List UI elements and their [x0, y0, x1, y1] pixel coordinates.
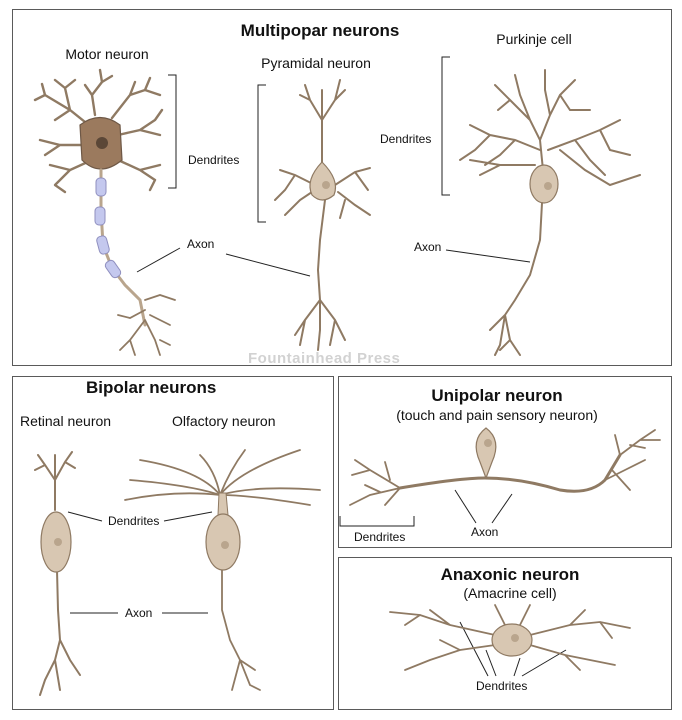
watermark: Fountainhead Press: [248, 350, 401, 367]
retinal-neuron-label: Retinal neuron: [20, 413, 112, 429]
purkinje-dendrites-bracket: [441, 56, 450, 196]
purkinje-axon: [489, 202, 543, 356]
unipolar-neuron: [349, 429, 661, 506]
dendrites-label-anaxonic: Dendrites: [476, 679, 528, 693]
pyramidal-dendrites-bracket: [257, 84, 266, 223]
dendrites-pointer-4: [521, 649, 567, 677]
dendrites-pointer-2: [485, 649, 497, 677]
axon-pointer-motor: [136, 247, 181, 273]
axon-pointer-unipolar-right: [491, 493, 513, 524]
purkinje-neuron-body: [529, 164, 559, 204]
axon-pointer-purkinje: [445, 249, 531, 263]
retinal-neuron: [34, 451, 81, 696]
pyramidal-neuron-label: Pyramidal neuron: [261, 55, 371, 71]
multipolar-title: Multipopar neurons: [240, 21, 400, 40]
unipolar-neuron-body: [475, 427, 497, 480]
bipolar-title: Bipolar neurons: [86, 378, 217, 397]
dendrites-label-purkinje: Dendrites: [380, 132, 432, 146]
unipolar-dendrites-bracket: [339, 516, 415, 527]
olfactory-neuron-label: Olfactory neuron: [172, 413, 276, 429]
anaxonic-title: Anaxonic neuron: [440, 565, 580, 584]
dendrites-pointer-olfactory: [163, 511, 213, 522]
dendrites-label-unipolar: Dendrites: [354, 530, 406, 544]
motor-dendrites-bracket: [168, 74, 177, 189]
dendrites-pointer-3: [513, 657, 521, 677]
axon-pointer-unipolar-left: [454, 489, 477, 524]
unipolar-subtitle: (touch and pain sensory neuron): [396, 407, 598, 423]
dendrites-pointer-retinal: [67, 511, 103, 522]
anaxonic-subtitle: (Amacrine cell): [463, 585, 557, 601]
axon-pointer-pyramidal: [225, 253, 311, 277]
multipolar-panel: [12, 9, 672, 366]
purkinje-dendritic-tree: [459, 69, 641, 187]
dendrites-label-motor-pyramidal: Dendrites: [188, 153, 240, 167]
axon-label-bipolar: Axon: [125, 606, 153, 620]
anaxonic-neuron-body: [491, 623, 533, 657]
motor-axon: [94, 168, 176, 356]
pyramidal-neuron-body: [309, 161, 337, 201]
dendrites-pointer-1: [459, 621, 489, 677]
retinal-neuron-body: [40, 511, 72, 573]
olfactory-neuron-body: [205, 492, 241, 571]
motor-neuron-label: Motor neuron: [65, 46, 149, 62]
anaxonic-neuron: [389, 604, 631, 671]
axon-label-multipolar: Axon: [187, 237, 215, 251]
axon-label-purkinje: Axon: [414, 240, 442, 254]
dendrites-label-bipolar: Dendrites: [108, 514, 160, 528]
motor-neuron: [33, 68, 164, 194]
pyramidal-neuron: [274, 79, 371, 351]
motor-neuron-body: [79, 116, 123, 170]
axon-label-unipolar: Axon: [471, 525, 499, 539]
purkinje-cell-label: Purkinje cell: [496, 31, 572, 47]
unipolar-title: Unipolar neuron: [431, 386, 563, 405]
